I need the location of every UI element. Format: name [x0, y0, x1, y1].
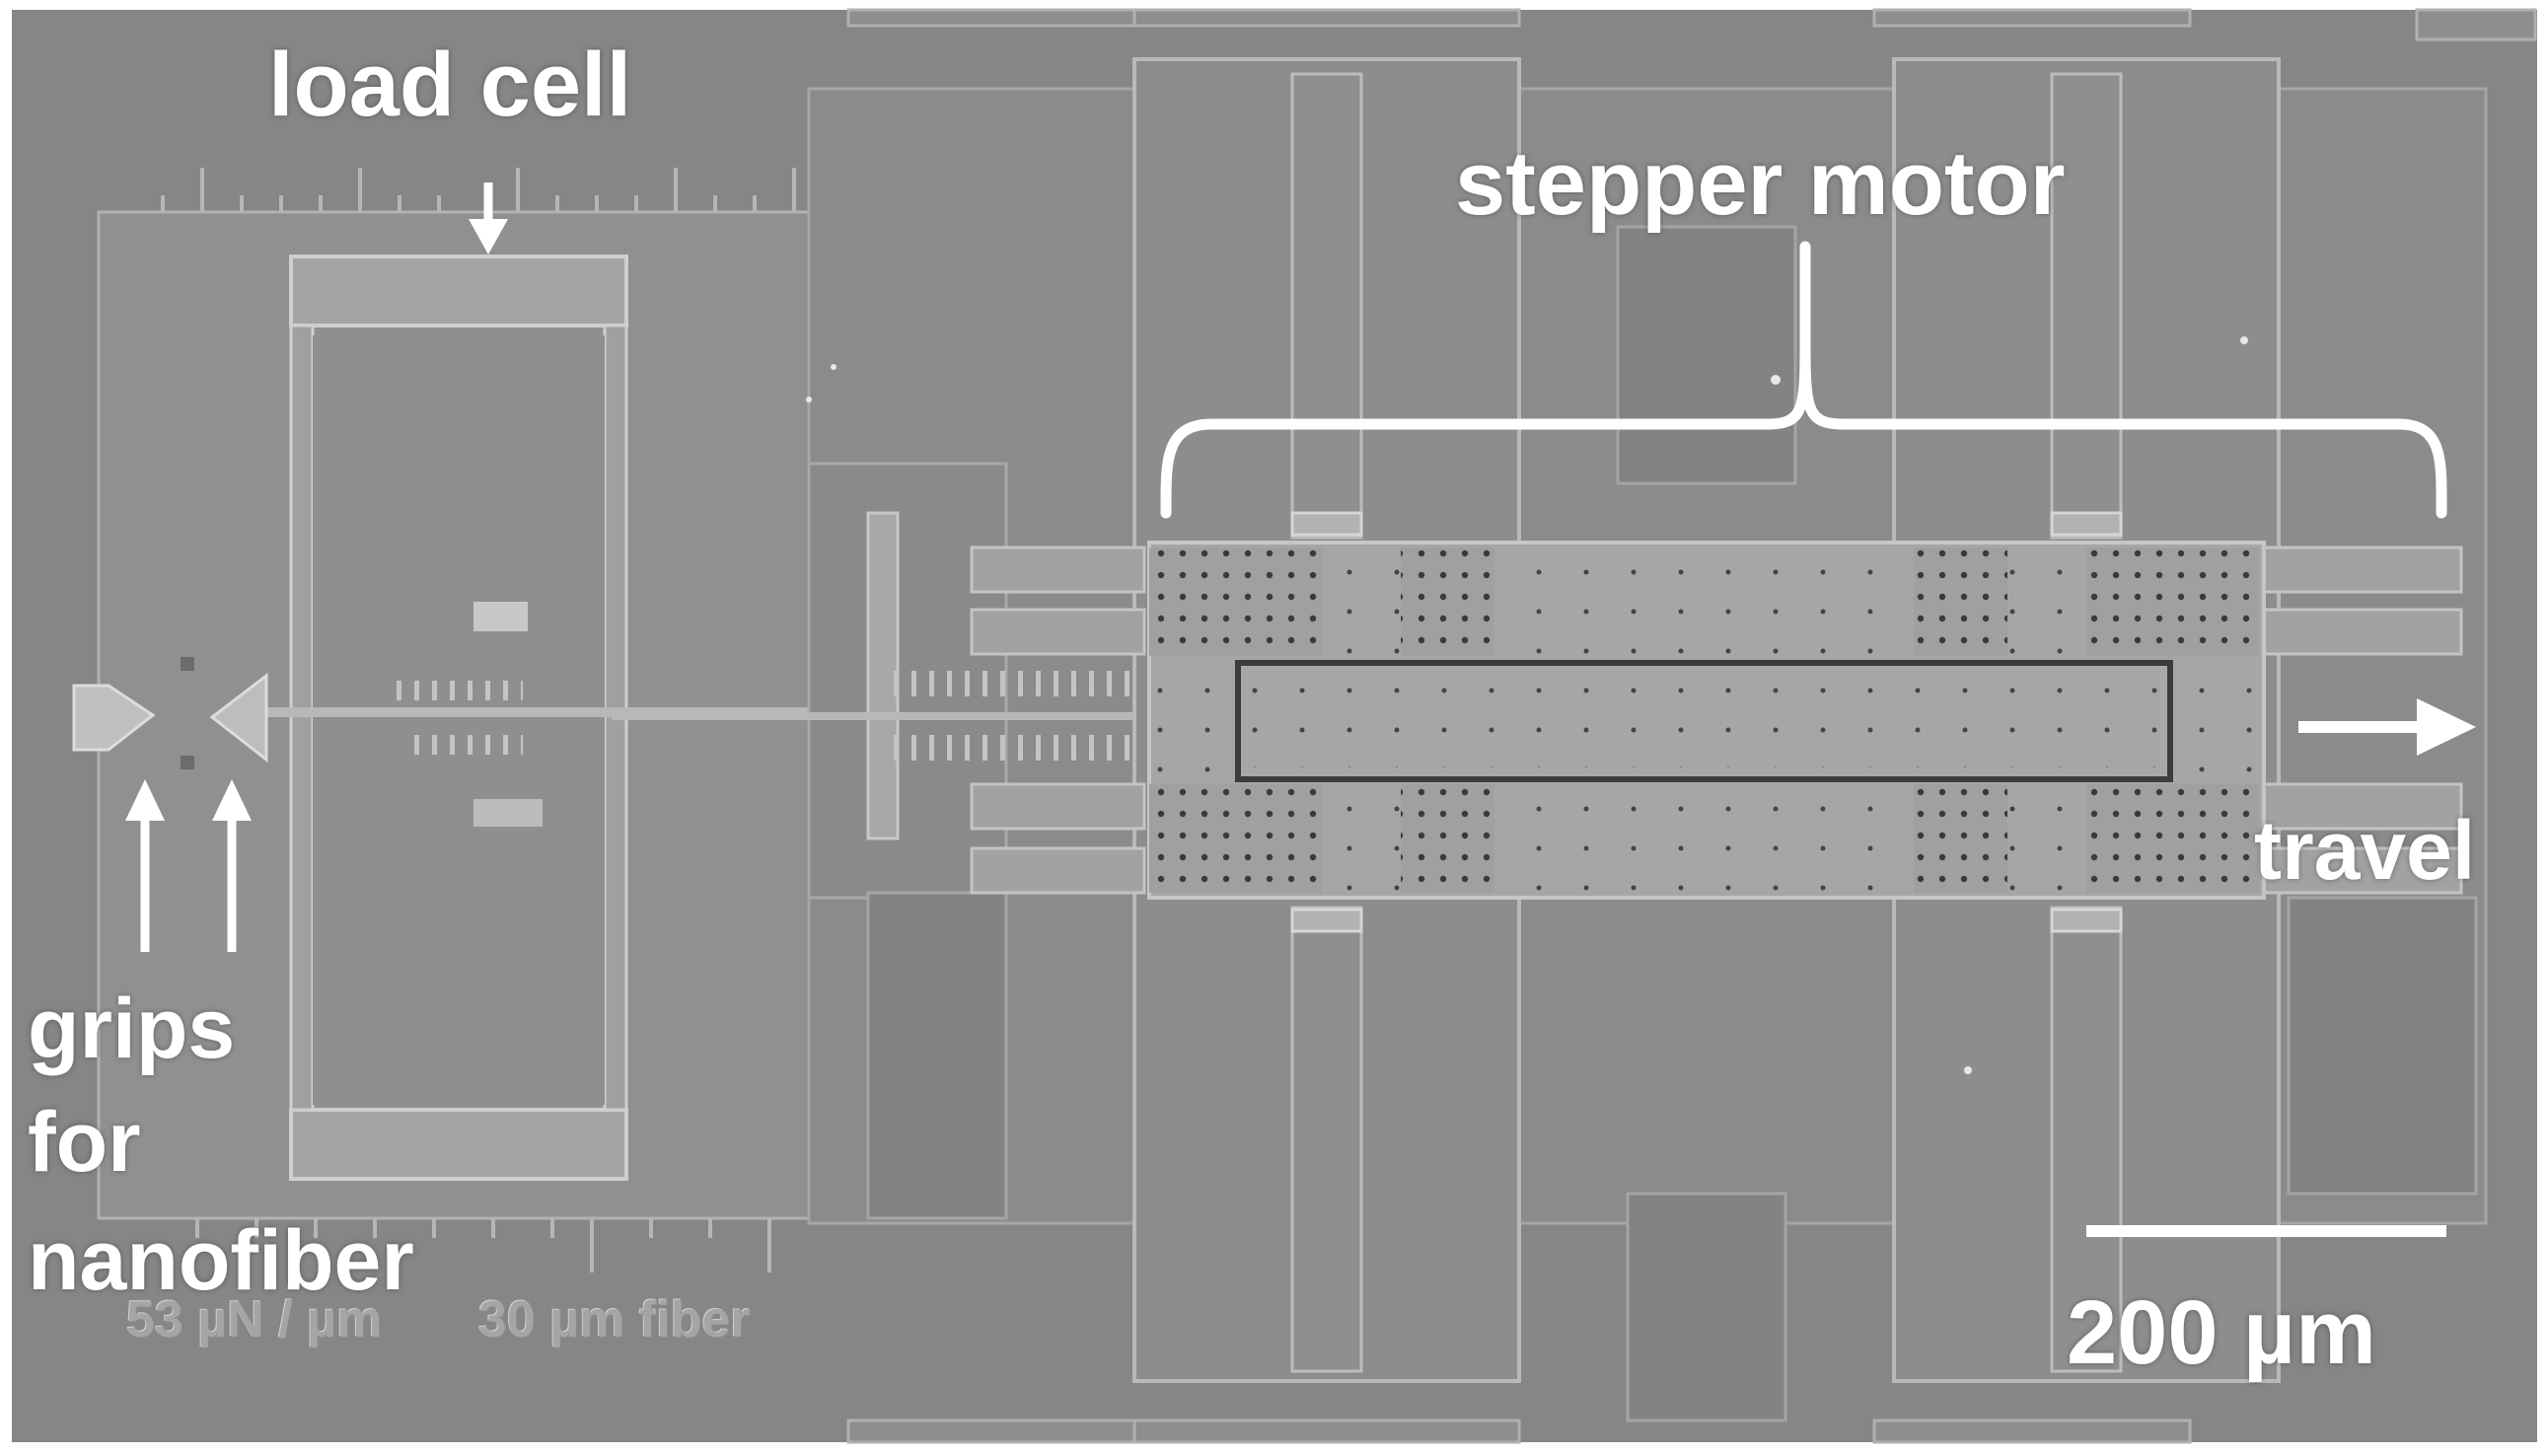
label-load-cell: load cell [268, 35, 632, 135]
motor-tabs [1290, 511, 2123, 933]
label-grips-line3: nanofiber [28, 1213, 414, 1308]
annotations [125, 182, 2476, 1237]
label-grips-line1: grips [28, 982, 236, 1076]
periphery [846, 8, 2537, 1444]
etched-stiffness: 53 µN / µm [126, 1291, 383, 1348]
stepper-shuttle [1147, 541, 2266, 900]
nanofiber-grips [72, 657, 268, 769]
arrow-up-icon [125, 779, 252, 952]
curly-brace-icon [1160, 241, 2447, 519]
label-stepper-motor: stepper motor [1455, 133, 2066, 234]
label-travel: travel [2254, 804, 2476, 897]
arrow-down-icon [469, 182, 508, 255]
load-cell-frame [266, 255, 898, 1181]
label-grips-line2: for [28, 1095, 141, 1190]
dust-particles [806, 336, 2248, 1074]
label-scale-bar: 200 µm [2067, 1282, 2376, 1383]
arrow-right-icon [2298, 698, 2476, 756]
etched-fiber: 30 µm fiber [478, 1291, 751, 1348]
drive-comb [612, 511, 1134, 840]
